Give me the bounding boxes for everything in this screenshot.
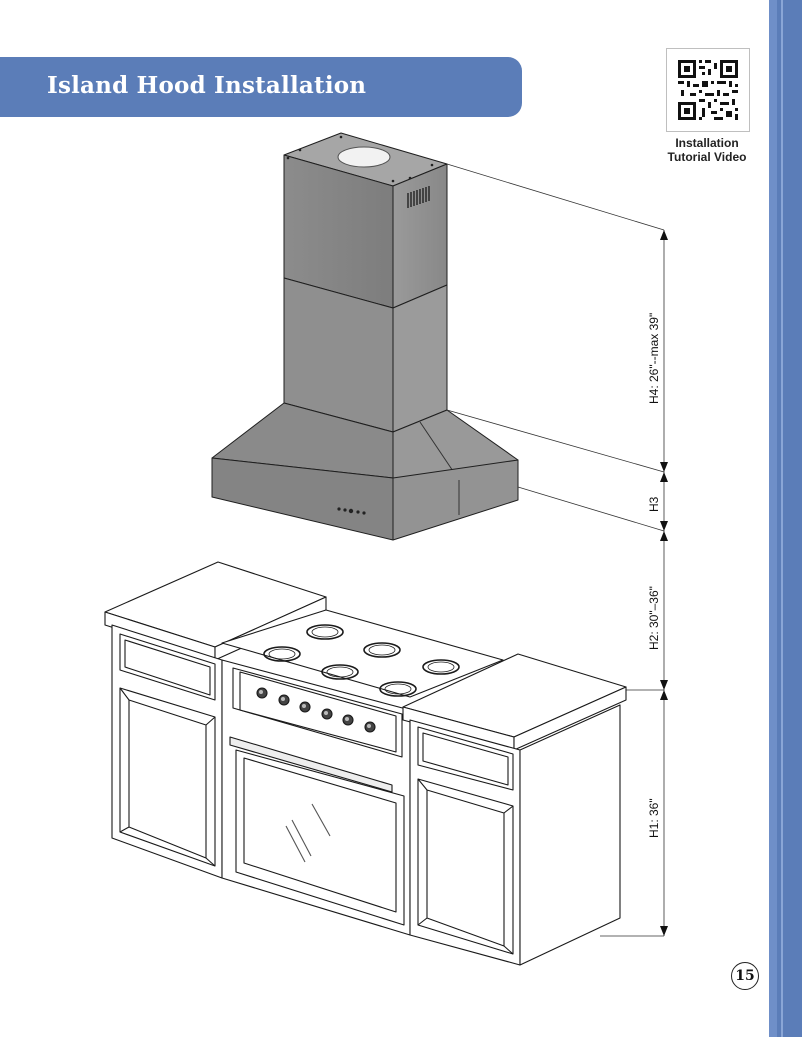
kitchen-island xyxy=(104,561,627,966)
range-hood xyxy=(211,132,519,541)
dimension-h4: H4: 26"--max 39" xyxy=(647,312,661,404)
page-number: 15 xyxy=(731,962,759,990)
side-accent-bar xyxy=(769,0,802,1037)
skirt-side xyxy=(392,459,519,541)
dimension-arrows xyxy=(660,230,668,936)
title-band xyxy=(0,57,522,117)
dimension-h3: H3 xyxy=(647,496,661,512)
qr-code-icon xyxy=(677,59,739,121)
lower-chimney-side xyxy=(392,284,448,433)
dimension-lines xyxy=(446,163,665,937)
burners xyxy=(263,624,460,697)
qr-caption-line2: Tutorial Video xyxy=(667,150,747,164)
vent-slots xyxy=(407,186,430,208)
qr-code[interactable] xyxy=(666,48,750,132)
side-bar-stripe xyxy=(769,0,777,1037)
control-buttons xyxy=(337,507,366,515)
qr-caption-line1: Installation xyxy=(675,136,739,150)
page-title: Island Hood Installation xyxy=(47,72,367,99)
upper-chimney-side xyxy=(392,163,448,309)
dimension-h2: H2: 30"–36" xyxy=(647,586,661,650)
oven-handle xyxy=(229,736,393,793)
oven-window xyxy=(243,757,397,913)
qr-caption: Installation Tutorial Video xyxy=(656,136,758,164)
duct-opening xyxy=(337,146,391,168)
dimension-h1: H1: 36" xyxy=(647,798,661,838)
side-bar-stripe-thin xyxy=(781,0,783,1037)
